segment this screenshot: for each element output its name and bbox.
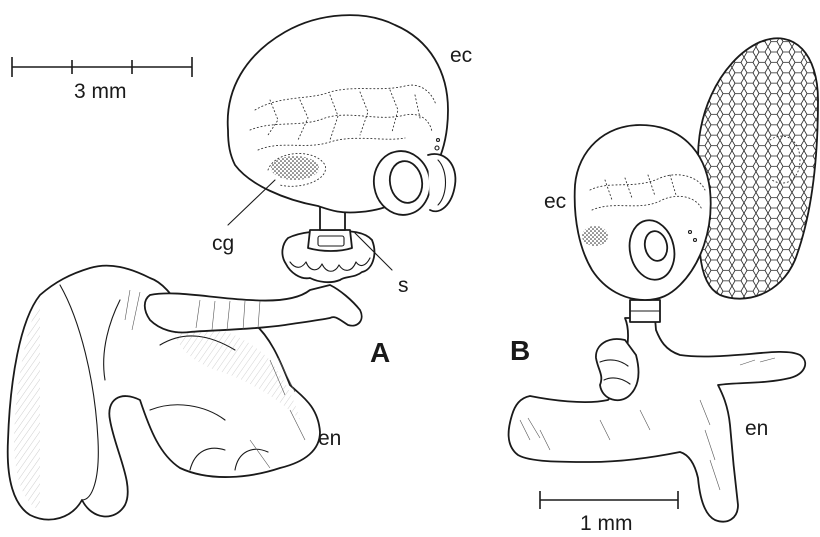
scale-bar-1mm bbox=[540, 491, 678, 509]
polyp-body-a bbox=[228, 15, 456, 219]
panel-a-label: A bbox=[370, 337, 390, 368]
panel-a: 3 mm bbox=[8, 15, 472, 519]
hexagonal-mass-b bbox=[698, 38, 818, 298]
scale-bar-3mm-label: 3 mm bbox=[74, 80, 127, 103]
panel-b-label: B bbox=[510, 335, 530, 366]
label-cg: cg bbox=[212, 232, 234, 255]
label-ec-b: ec bbox=[544, 190, 566, 213]
gonad-spot-b bbox=[582, 226, 608, 246]
label-en-b: en bbox=[745, 417, 768, 440]
scale-bar-1mm-label: 1 mm bbox=[580, 512, 633, 535]
cg-gonad-spot bbox=[271, 156, 319, 180]
endoderm-stalk-b bbox=[509, 300, 806, 522]
stalk-a bbox=[145, 285, 362, 333]
label-en-a: en bbox=[318, 427, 341, 450]
polyp-body-b bbox=[575, 125, 711, 300]
label-s: s bbox=[398, 274, 409, 297]
label-ec-a: ec bbox=[450, 44, 472, 67]
leader-cg bbox=[228, 180, 275, 225]
panel-b: 1 mm ec en B bbox=[509, 38, 818, 535]
scale-bar-3mm bbox=[12, 57, 192, 77]
